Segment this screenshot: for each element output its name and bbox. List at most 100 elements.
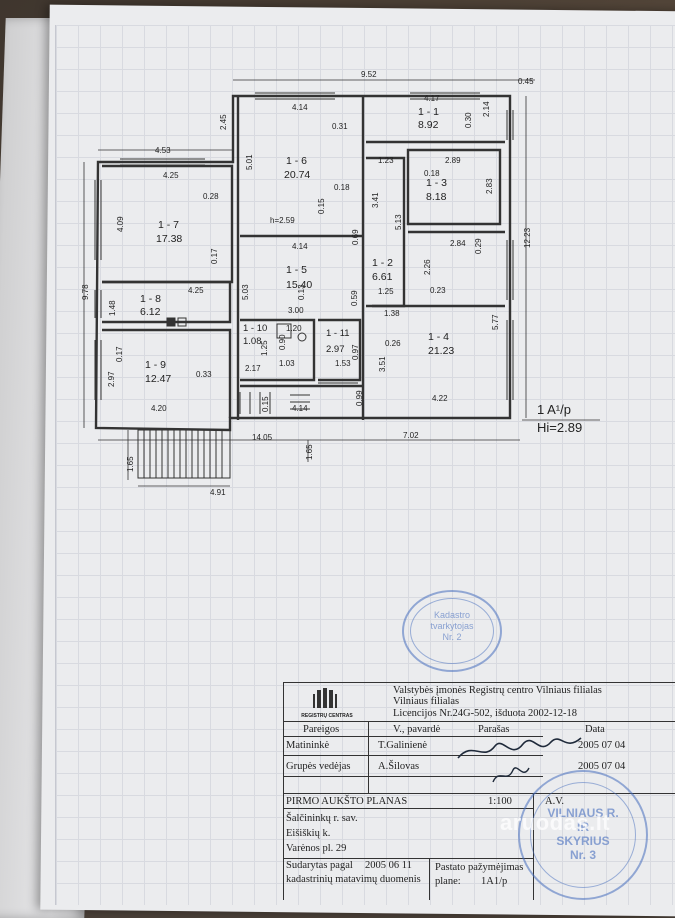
dim: 7.02 (403, 431, 419, 440)
license-line: Licencijos Nr.24G-502, išduota 2002-12-1… (393, 708, 578, 719)
room-area: 20.74 (284, 169, 310, 181)
room-area: 17.38 (156, 233, 182, 245)
col-signature: Parašas (478, 724, 510, 735)
room-area: 1.08 (243, 336, 262, 347)
col-date: Data (585, 724, 605, 735)
room-area: 6.12 (140, 306, 161, 318)
room-id: 1 - 11 (326, 328, 350, 339)
dim: 2.84 (450, 239, 466, 248)
dim: 0.69 (351, 229, 360, 245)
municipal-stamp: VILNIAUS R. IR SKYRIUS Nr. 3 (518, 770, 648, 900)
room-id: 1 - 2 (372, 257, 393, 269)
room-id: 1 - 7 (158, 219, 179, 231)
dim: 1.38 (384, 309, 400, 318)
dim: 14.05 (252, 433, 273, 442)
floor-plan: 9.52 0.45 4.53 9.78 14.05 7.02 12.23 1.6… (81, 70, 600, 497)
room-area: 21.23 (428, 345, 454, 357)
room-labels: 1 - 1 8.92 1 - 2 6.61 1 - 3 8.18 1 - 4 2… (140, 106, 454, 385)
compiled-date: 2005 06 11 (365, 860, 412, 871)
col-position: Pareigos (303, 724, 340, 735)
dimension-labels: 9.52 0.45 4.53 9.78 14.05 7.02 12.23 1.6… (81, 70, 534, 497)
dim: 0.23 (430, 286, 446, 295)
room-id: 1 - 9 (145, 359, 166, 371)
room-id: 1 - 5 (286, 264, 307, 276)
page-label: Pastato pažymėjimas (435, 862, 524, 873)
dim: 9.78 (81, 284, 90, 300)
dim: 0.13 (297, 284, 306, 300)
dim: 3.41 (371, 192, 380, 208)
dim: 4.14 (292, 103, 308, 112)
dim: 0.15 (317, 198, 326, 214)
room-id: 1 - 10 (243, 323, 267, 334)
dim: 4.14 (292, 404, 308, 413)
room-area: 12.47 (145, 373, 171, 385)
grid-paper (55, 25, 675, 905)
dim: 1.65 (126, 456, 135, 472)
logo-caption: REGISTRŲ CENTRAS (301, 713, 353, 719)
dim: 9.52 (361, 70, 377, 79)
dim: 0.28 (203, 192, 219, 201)
dim: 0.30 (464, 112, 473, 128)
dim: 0.18 (334, 183, 350, 192)
dim: 1.20 (286, 324, 302, 333)
dim: 2.14 (482, 101, 491, 117)
room-id: 1 - 6 (286, 155, 307, 167)
dim: 2.83 (485, 178, 494, 194)
row-name: A.Šilovas (378, 761, 420, 772)
dim: 5.01 (245, 154, 254, 170)
room-id: 1 - 8 (140, 293, 161, 305)
dim: 0.31 (332, 122, 348, 131)
dim: 1.25 (378, 287, 394, 296)
dim: 4.91 (210, 488, 226, 497)
dim: 4.14 (292, 242, 308, 251)
room-area: 6.61 (372, 271, 393, 283)
row-date: 2005 07 04 (578, 761, 626, 772)
dim: 0.59 (350, 290, 359, 306)
dim: 2.89 (445, 156, 461, 165)
room-id: 1 - 4 (428, 331, 449, 343)
dim: 2.26 (423, 259, 432, 275)
page-label: plane: (435, 876, 461, 887)
scale: 1:100 (488, 796, 512, 807)
dim: 1.25 (260, 340, 269, 356)
room-area: 2.97 (326, 344, 345, 355)
dimension-lines (83, 79, 600, 487)
row-date: 2005 07 04 (578, 740, 626, 751)
room-area: 8.18 (426, 191, 447, 203)
dim: 4.25 (163, 171, 179, 180)
row-name: T.Galinienė (378, 740, 428, 751)
dim: 1.03 (279, 359, 295, 368)
dim: 0.97 (351, 344, 360, 360)
dim: 4.09 (116, 216, 125, 232)
plan-windows (94, 92, 514, 400)
dim: 4.53 (155, 146, 171, 155)
dim: 1.65 (305, 444, 314, 460)
dim: 0.99 (355, 390, 364, 406)
dim: 2.97 (107, 371, 116, 387)
room-id: 1 - 1 (418, 106, 439, 118)
registry-logo: REGISTRŲ CENTRAS (297, 686, 357, 719)
dim: 4.17 (424, 94, 440, 103)
dim: 0.45 (518, 77, 534, 86)
dim: 1.48 (108, 300, 117, 316)
dim: 0.33 (196, 370, 212, 379)
room-area: 15.40 (286, 279, 312, 291)
dim: 1.53 (335, 359, 351, 368)
dim: 0.90 (278, 334, 287, 350)
dim: 1.23 (378, 156, 394, 165)
dim: 5.13 (394, 214, 403, 230)
dim: 12.23 (523, 227, 532, 248)
watermark: aruodas.lt (500, 810, 611, 835)
room-id: 1 - 3 (426, 177, 447, 189)
page-value: 1A1/p (481, 876, 508, 887)
building-icon (313, 688, 337, 708)
col-name: V., pavardė (393, 724, 441, 735)
dim: 0.26 (385, 339, 401, 348)
dim: 0.17 (210, 248, 219, 264)
dim: 4.25 (188, 286, 204, 295)
handwritten-signature (457, 737, 582, 783)
sanitary-fixtures (166, 317, 307, 342)
plan-walls (94, 94, 512, 432)
room-area: 8.92 (418, 119, 439, 131)
dim: 5.77 (491, 314, 500, 330)
